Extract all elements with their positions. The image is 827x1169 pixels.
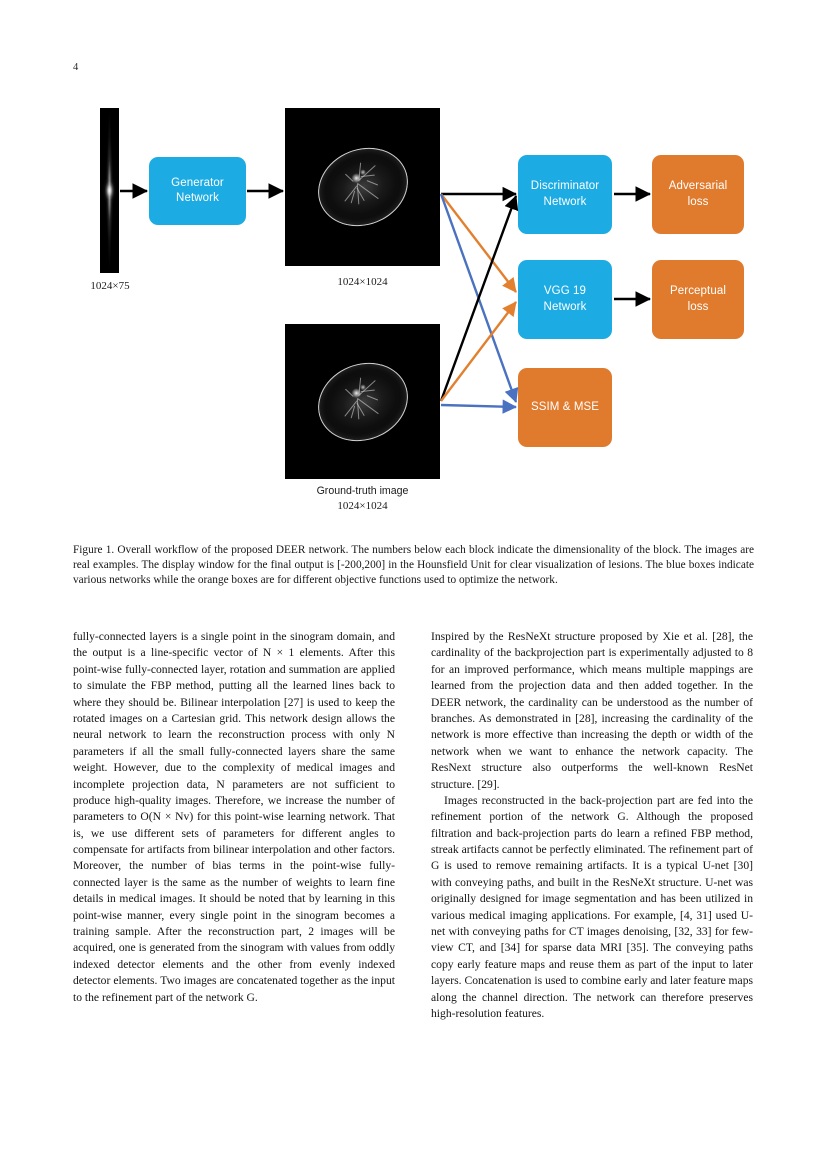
sinogram-pattern: [100, 108, 119, 273]
ground-truth-image: [285, 324, 440, 479]
adversarial-loss-box[interactable]: Adversarial loss: [652, 155, 744, 234]
page-number: 4: [73, 62, 79, 73]
arrow-output-to-vgg: [440, 193, 517, 293]
reconstructed-output-image: [285, 108, 440, 266]
ground-truth-title-label: Ground-truth image: [316, 485, 409, 497]
vgg-label-line2: Network: [543, 300, 587, 313]
ssim-mse-label: SSIM & MSE: [530, 400, 600, 413]
right-text-column: Inspired by the ResNeXt structure propos…: [431, 629, 753, 1119]
ground-truth-label-group: Ground-truth image 1024×1024: [265, 485, 460, 513]
left-text-column: fully-connected layers is a single point…: [73, 629, 395, 1119]
sinogram-dimension-label: 1024×75: [90, 280, 130, 292]
output-dimension-label: 1024×1024: [337, 276, 388, 288]
paragraph: Images reconstructed in the back-project…: [431, 793, 753, 1020]
ssim-mse-box[interactable]: SSIM & MSE: [518, 368, 612, 447]
body-columns: fully-connected layers is a single point…: [73, 629, 754, 1119]
discriminator-label-line1: Discriminator: [530, 180, 600, 193]
ct-scan-render: [305, 349, 420, 454]
generator-label-line2: Network: [176, 192, 219, 204]
ct-scan-render: [305, 134, 420, 240]
paragraph: fully-connected layers is a single point…: [73, 630, 395, 1004]
paragraph: Inspired by the ResNeXt structure propos…: [431, 630, 753, 791]
figure-1-diagram: 1024×75 Generator Network 1024×1024 Grou…: [73, 100, 754, 530]
arrow-groundtruth-to-ssim: [440, 399, 517, 414]
adversarial-label-line1: Adversarial: [668, 180, 728, 193]
sinogram-input-image: [100, 108, 119, 273]
arrow-groundtruth-to-vgg: [440, 301, 517, 402]
vgg19-network-box[interactable]: VGG 19 Network: [518, 260, 612, 339]
adversarial-label-line2: loss: [687, 195, 709, 208]
perceptual-label-line1: Perceptual: [670, 285, 726, 298]
figure-caption: Figure 1. Overall workflow of the propos…: [73, 544, 754, 586]
arrow-output-to-ssim: [439, 193, 519, 403]
ground-truth-dimension-label: 1024×1024: [337, 499, 388, 512]
arrow-groundtruth-to-discriminator: [439, 195, 519, 402]
perceptual-label-line2: loss: [687, 300, 709, 313]
generator-label-line1: Generator: [171, 176, 224, 189]
perceptual-loss-box[interactable]: Perceptual loss: [652, 260, 744, 339]
discriminator-label-line2: Network: [543, 195, 587, 208]
generator-network-box[interactable]: Generator Network: [149, 157, 246, 225]
discriminator-network-box[interactable]: Discriminator Network: [518, 155, 612, 234]
vgg-label-line1: VGG 19: [543, 285, 587, 298]
